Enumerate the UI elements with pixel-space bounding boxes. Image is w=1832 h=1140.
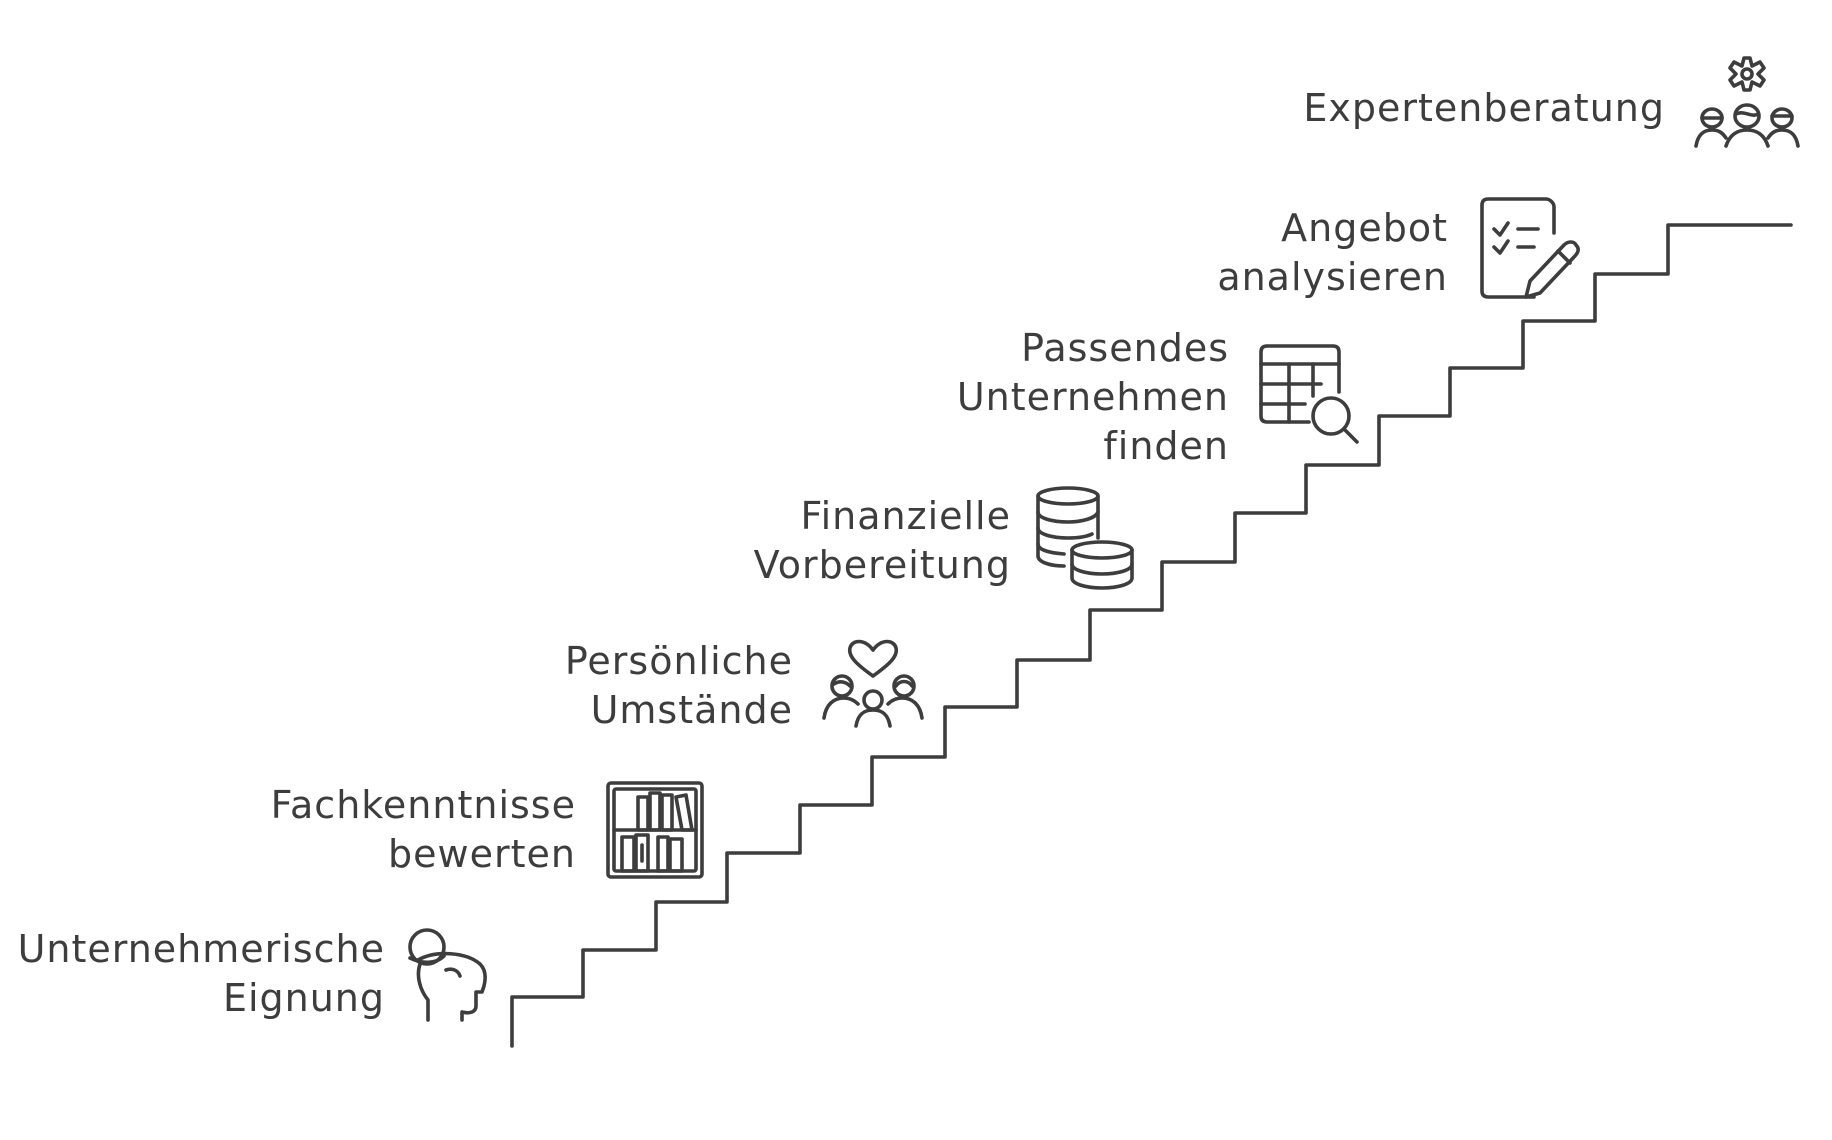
step-label-finanzielle-vorbereitung: Finanzielle Vorbereitung — [754, 492, 1011, 590]
step-label-line: Finanzielle — [800, 494, 1011, 538]
step-label-line: Vorbereitung — [753, 543, 1011, 587]
person-head-icon — [400, 920, 510, 1030]
step-label-persoenliche-umstaende: Persönliche Umstände — [565, 637, 793, 735]
step-label-line: Passendes — [1021, 326, 1229, 370]
step-label-line: analysieren — [1217, 255, 1448, 299]
coin-stacks-icon — [1030, 482, 1140, 592]
table-search-icon — [1255, 340, 1365, 450]
step-label-unternehmerische-eignung: Unternehmerische Eignung — [18, 925, 385, 1023]
step-label-line: Unternehmerische — [17, 927, 385, 971]
step-label-line: finden — [1103, 424, 1229, 468]
step-label-line: Eignung — [222, 976, 385, 1020]
step-label-line: Expertenberatung — [1303, 86, 1665, 130]
step-label-line: Fachkenntnisse — [270, 783, 576, 827]
step-label-line: Angebot — [1281, 206, 1448, 250]
family-heart-icon — [818, 628, 928, 738]
step-label-expertenberatung: Expertenberatung — [1303, 84, 1665, 133]
step-label-line: Unternehmen — [956, 375, 1229, 419]
bookshelf-icon — [600, 775, 710, 885]
step-label-line: Persönliche — [564, 639, 793, 683]
step-label-passendes-unternehmen-finden: Passendes Unternehmen finden — [957, 324, 1229, 471]
team-gear-icon — [1694, 52, 1804, 162]
step-label-line: bewerten — [388, 832, 576, 876]
step-label-fachkenntnisse-bewerten: Fachkenntnisse bewerten — [271, 781, 576, 879]
checklist-pen-icon — [1478, 197, 1588, 307]
step-label-angebot-analysieren: Angebot analysieren — [1217, 204, 1448, 302]
step-label-line: Umstände — [590, 688, 793, 732]
